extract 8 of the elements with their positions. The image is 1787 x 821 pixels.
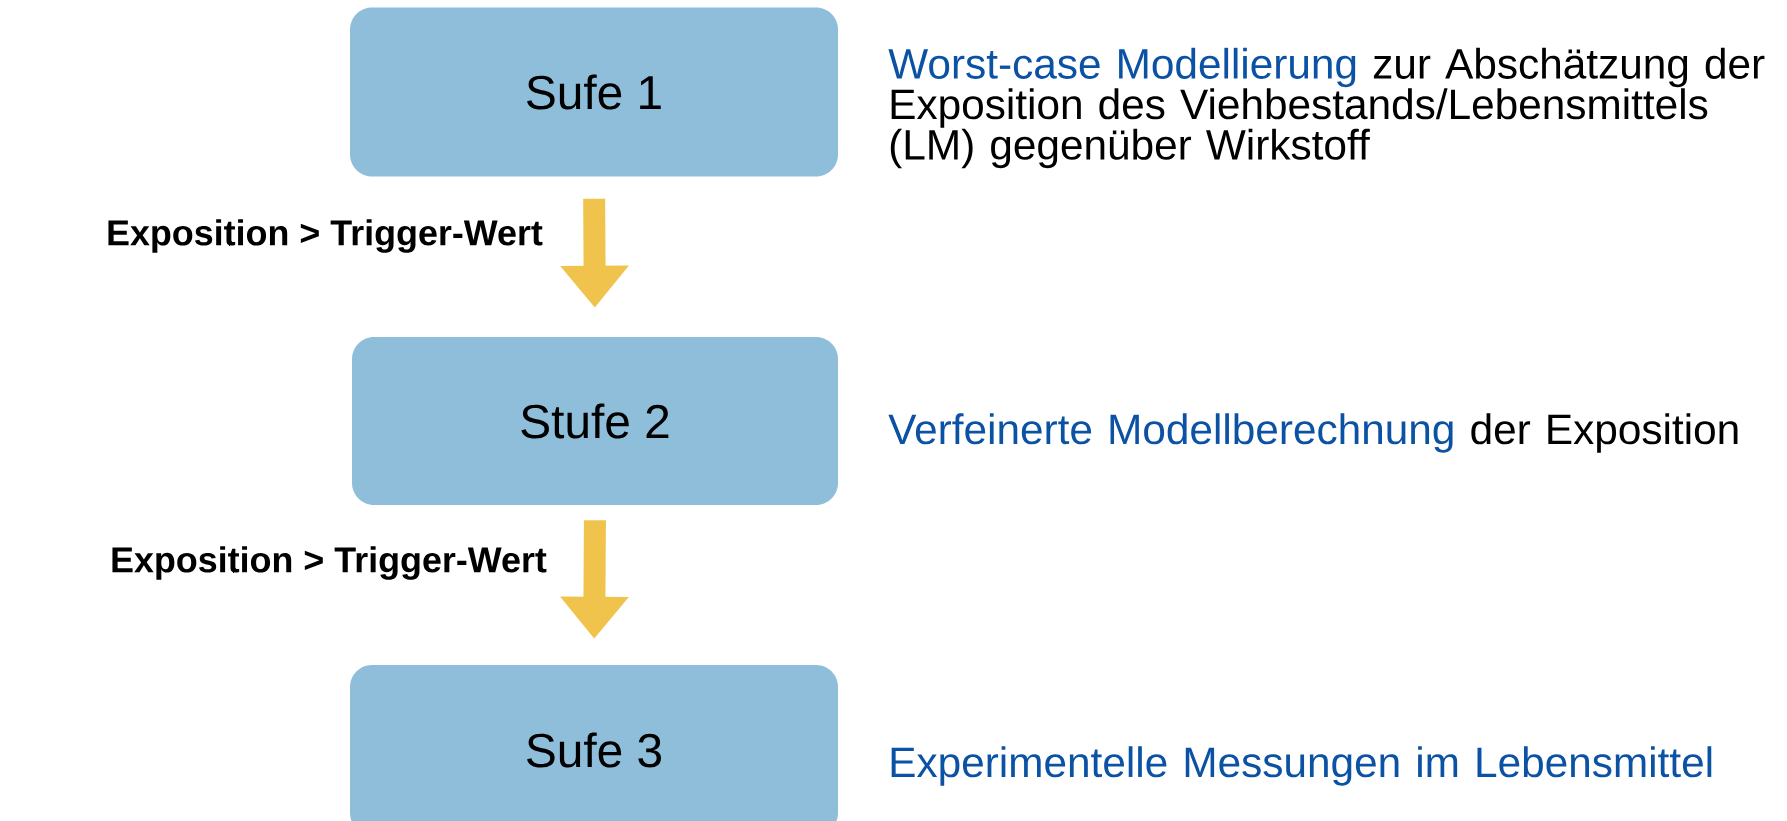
process-box: Sufe 3 <box>350 665 838 821</box>
edge-label: Exposition > Trigger-Wert <box>108 544 549 582</box>
process-box: Sufe 1 <box>350 7 838 177</box>
description-text: Worst-case Modellierung zur Abschätzung der Exposition des Viehbestands/Lebensmittels (LM) gegenüber Wirkstoff <box>888 47 1765 169</box>
description-text: Verfeinerte Modellberechnung der Exposition <box>888 413 1738 453</box>
process-box: Stufe 2 <box>352 337 838 505</box>
edge-label: Exposition > Trigger-Wert <box>104 217 545 255</box>
description-text: Experimentelle Messungen im Lebensmittel <box>891 746 1712 786</box>
